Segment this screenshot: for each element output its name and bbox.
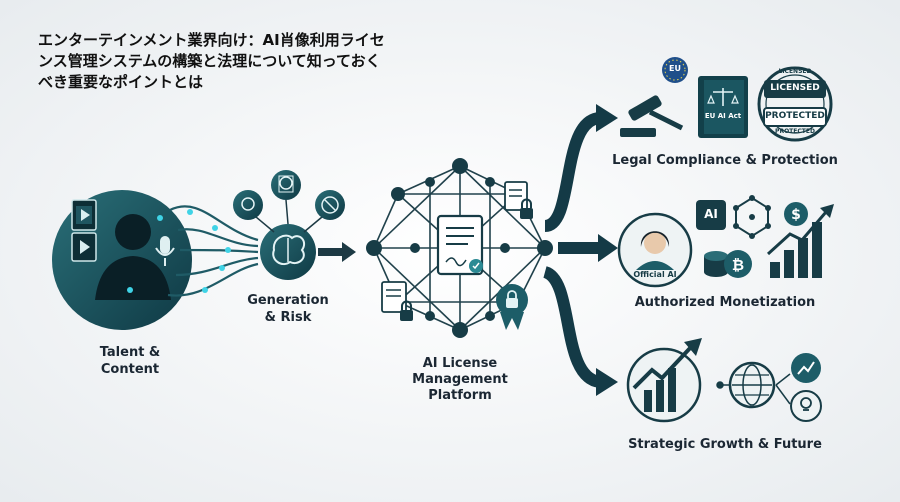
licensed-protected-seal-icon	[757, 66, 833, 142]
growth-network-lines	[716, 373, 791, 405]
monetization-label: Authorized Monetization	[634, 295, 816, 310]
platform-label-line: Management	[412, 372, 508, 387]
talent-label: Talent & Content	[80, 344, 180, 378]
official-ai-caption: Official AI	[633, 270, 677, 279]
talent-node	[52, 190, 192, 330]
growth-label: Strategic Growth & Future	[628, 437, 822, 452]
platform-label-line: Platform	[428, 388, 492, 403]
platform-label: AI License Management Platform	[402, 356, 518, 404]
svg-text:₿: ₿	[732, 256, 744, 274]
rising-bars-chart-icon	[766, 204, 834, 278]
title-line: べき重要なポイントとは	[38, 73, 204, 91]
ai-chip-icon	[696, 200, 726, 230]
blockchain-cube-icon	[733, 195, 771, 239]
eu-ai-act-label: EU AI Act	[704, 112, 742, 120]
arrow-to-legal	[543, 104, 618, 232]
seal-ring-top-text: LICENSED	[778, 68, 812, 75]
license-document-icon	[436, 214, 484, 276]
talent-label-line: Talent &	[99, 345, 161, 360]
generation-to-platform-arrow	[318, 242, 356, 262]
doc-lock-icon-left	[381, 281, 413, 321]
shield-lock-badge-icon	[496, 284, 528, 330]
arrow-to-growth	[542, 266, 618, 396]
svg-text:$: $	[791, 207, 801, 223]
platform-label-line: AI License	[422, 356, 498, 371]
generation-node	[260, 224, 316, 280]
eu-ai-act-book-icon	[698, 76, 748, 138]
legal-label: Legal Compliance & Protection	[612, 153, 838, 168]
seal-protected-text: PROTECTED	[765, 111, 825, 121]
generation-satellite-icons	[233, 170, 345, 233]
eu-badge-text: EU	[669, 64, 681, 73]
official-ai-avatar-icon	[617, 212, 693, 288]
secure-growth-icon	[791, 353, 821, 383]
signal-dots	[127, 209, 231, 293]
generation-label: Generation & Risk	[238, 292, 338, 326]
generation-label-line: Generation	[247, 293, 329, 308]
page-title: エンターテインメント業界向け：AI肖像利用ライセ ンス管理システムの構築と法理に…	[38, 30, 428, 93]
globe-icon	[728, 361, 776, 409]
crypto-coins-icon: ₿	[704, 250, 752, 278]
ai-chip-text: AI	[704, 207, 718, 221]
gavel-icon	[620, 95, 684, 137]
lightbulb-icon	[790, 390, 822, 422]
title-line: エンターテインメント業界向け：AI肖像利用ライセ	[38, 31, 385, 49]
title-line: ンス管理システムの構築と法理について知っておく	[38, 52, 381, 70]
arrow-to-monetization	[558, 234, 618, 262]
seal-ring-bottom-text: PROTECTED	[775, 128, 815, 135]
generation-label-line: & Risk	[264, 310, 312, 325]
talent-label-line: Content	[100, 362, 160, 377]
doc-lock-icon-top	[504, 181, 533, 219]
eu-badge-icon	[662, 57, 688, 83]
dollar-coin-icon: $	[784, 202, 808, 226]
growth-chart-icon	[626, 338, 702, 423]
seal-licensed-text: LICENSED	[770, 83, 820, 93]
